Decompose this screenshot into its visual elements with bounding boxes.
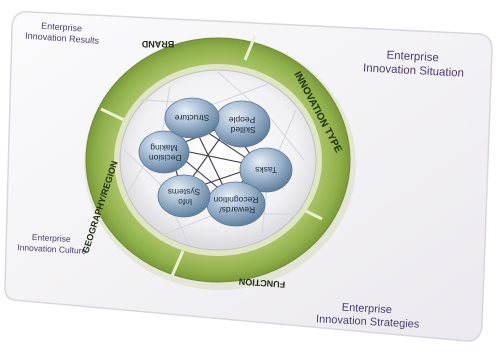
svg-text:Skilled People: Skilled People [228,115,255,135]
corner-bottom-left-line2: Innovation Culture [17,242,87,256]
hub-skilled-people-line1: Skilled [230,125,255,135]
corner-bottom-right-line1: Enterprise [341,302,392,317]
shutter-pattern [123,71,305,247]
hub-bubble-structure: Structure [164,97,220,139]
ring-label-brand: BRAND [141,39,174,49]
corner-bottom-right: Enterprise Innovation Strategies [316,300,421,330]
corner-bottom-left-line1: Enterprise [32,232,71,244]
hub-tasks-line1: Tasks [255,165,277,175]
hub-decision-making-line1: Decision [149,153,182,163]
ring-label-function: FUNCTION [238,276,285,289]
svg-text:Decision Making: Decision Making [147,143,182,163]
hub-structure-line1: Structure [174,113,209,123]
hub-bubble-decision-making: Decision Making [138,130,190,174]
hub-rewards-line1: Rewards/ [219,205,256,215]
hub-bubble-skilled-people: Skilled People [213,100,271,148]
hub-decision-making-line2: Making [150,143,178,153]
svg-text:Info Systems: Info Systems [168,187,201,207]
hub-rewards-line2: Recognition [213,195,258,205]
corner-bottom-right-line2: Innovation Strategies [316,313,420,330]
hub-info-systems-line2: Systems [168,187,201,197]
corner-top-right-line1: Enterprise [386,50,439,65]
hub-bubble-info-systems: Info Systems [157,174,211,218]
corner-bottom-left: Enterprise Innovation Culture [17,231,87,256]
svg-text:Structure: Structure [174,113,209,123]
hub-info-systems-line1: Info [178,197,192,207]
svg-text:Tasks: Tasks [255,165,277,175]
corner-top-right-line2: Innovation Situation [363,62,465,79]
ring-dividers [100,35,323,277]
hub-bubble-tasks: Tasks [239,147,293,193]
corner-top-left-line1: Enterprise [41,21,83,34]
svg-text:Rewards/ Recognition: Rewards/ Recognition [213,195,258,215]
hub-skilled-people-line2: People [228,115,255,125]
hub-bubble-rewards: Rewards/ Recognition [206,181,266,227]
corner-top-right: Enterprise Innovation Situation [363,48,465,79]
